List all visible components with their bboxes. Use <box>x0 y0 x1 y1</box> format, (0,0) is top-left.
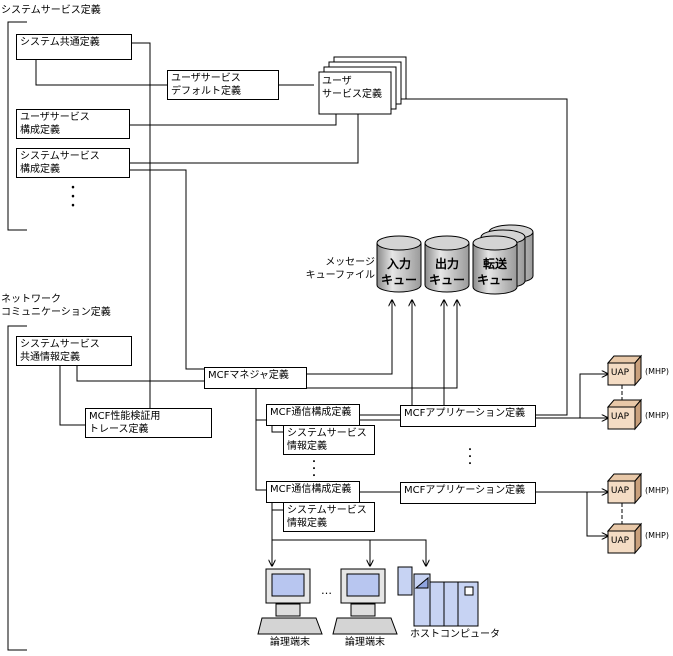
network-group-label: ネットワーク コミュニケーション定義 <box>1 294 111 318</box>
mcf-application-definition-2: MCFアプリケーション定義 <box>400 482 536 504</box>
system-service-info-definition-2: システムサービス 情報定義 <box>283 502 375 532</box>
transfer-queue-drum <box>472 224 534 295</box>
user-service-definition: ユーザ サービス定義 <box>322 76 382 100</box>
output-queue-drum <box>424 235 470 293</box>
terminal-left <box>257 568 323 635</box>
vertical-ellipsis-left: ・ ・ ・ <box>310 457 318 480</box>
connectors <box>35 42 608 566</box>
queue-drums <box>376 224 534 295</box>
uap-label-1: UAP <box>610 368 630 378</box>
mhp-label-1: (MHP) <box>645 367 669 376</box>
uap-cube-3 <box>606 472 643 505</box>
user-service-default-definition: ユーザサービス デフォルト定義 <box>167 70 279 100</box>
terminal-right <box>332 568 398 635</box>
system-service-common-info-definition: システムサービス 共通情報定義 <box>16 336 132 366</box>
user-service-config-definition: ユーザサービス 構成定義 <box>16 109 130 139</box>
uap-cube-1 <box>606 354 643 387</box>
uap-cubes <box>606 354 643 555</box>
system-service-info-definition-1: システムサービス 情報定義 <box>283 425 375 455</box>
logical-terminal-label-2: 論理端末 <box>345 637 385 648</box>
mcf-manager-definition: MCFマネジャ定義 <box>204 367 307 389</box>
user-service-stack <box>318 56 407 115</box>
host-computer-label: ホストコンピュータ <box>410 629 500 640</box>
vertical-ellipsis-right: ・ ・ ・ <box>466 445 474 468</box>
mhp-label-4: (MHP) <box>645 531 669 540</box>
mcf-comm-config-definition-1: MCF通信構成定義 <box>266 404 360 426</box>
system-common-definition: システム共通定義 <box>16 34 132 60</box>
system-service-config-definition: システムサービス 構成定義 <box>16 148 130 178</box>
mhp-label-3: (MHP) <box>645 486 669 495</box>
uap-label-2: UAP <box>610 412 630 422</box>
logical-terminal-label-1: 論理端末 <box>270 637 310 648</box>
output-queue-label: 出力 キュー <box>428 257 465 287</box>
mcf-comm-config-definition-2: MCF通信構成定義 <box>266 481 360 503</box>
horizontal-ellipsis: … <box>321 584 332 597</box>
mcf-application-definition-1: MCFアプリケーション定義 <box>400 405 536 427</box>
mhp-label-2: (MHP) <box>645 411 669 420</box>
uap-label-3: UAP <box>610 486 630 496</box>
input-queue-drum <box>376 235 422 293</box>
uap-label-4: UAP <box>610 536 630 546</box>
uap-cube-4 <box>606 522 643 555</box>
input-queue-label: 入力 キュー <box>380 257 417 287</box>
transfer-queue-label: 転送 キュー <box>476 257 513 287</box>
uap-cube-2 <box>606 398 643 431</box>
vertical-ellipsis: ・ ・ ・ <box>68 183 78 212</box>
mcf-trace-definition: MCF性能検証用 トレース定義 <box>85 408 212 438</box>
system-service-bracket <box>7 21 27 231</box>
host-computer <box>397 566 479 627</box>
system-service-group-label: システムサービス定義 <box>1 5 101 16</box>
network-bracket <box>7 325 27 651</box>
message-queue-file-label: メッセージ キューファイル <box>305 257 375 281</box>
